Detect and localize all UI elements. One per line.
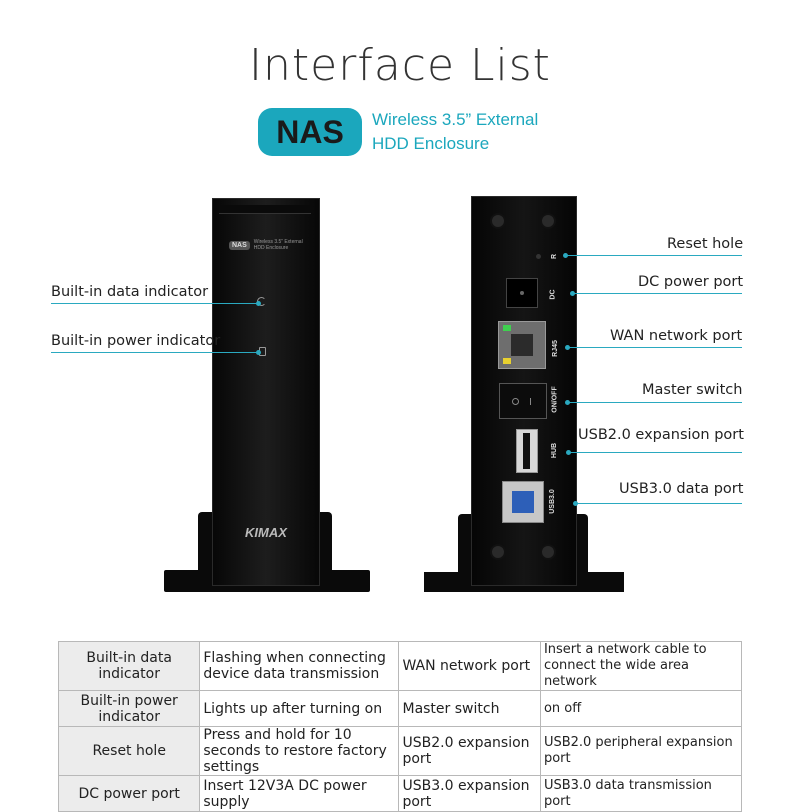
usb3-port <box>502 481 544 523</box>
callout-dot-usb3-data-port <box>573 501 578 506</box>
label-data-indicator: Built-in data indicator <box>51 284 209 300</box>
table-cell: Built-in power indicator <box>57 690 201 727</box>
screw-top-right <box>540 213 556 229</box>
subtitle-line-2: HDD Enclosure <box>372 134 490 153</box>
rj45-led-yellow <box>503 358 511 364</box>
label-master-switch: Master switch <box>642 382 743 398</box>
screw-bottom-right <box>540 544 556 560</box>
screw-bottom-left <box>490 544 506 560</box>
port-label-usb3: USB3.0 <box>548 489 556 514</box>
label-reset-hole: Reset hole <box>667 236 744 252</box>
mini-nas-badge: NAS <box>229 240 250 250</box>
label-dc-power-port: DC power port <box>638 274 744 290</box>
mini-text-line-1: Wireless 3.5” External <box>253 239 303 245</box>
table-row: DC power port Insert 12V3A DC power supp… <box>57 775 743 812</box>
callout-line-wan-network-port <box>568 347 742 348</box>
rj45-socket <box>511 334 533 356</box>
table-row: Built-in data indicator Flashing when co… <box>57 641 743 691</box>
table-cell: USB3.0 data transmission port <box>539 775 743 812</box>
screw-top-left <box>490 213 506 229</box>
subtitle-line-1: Wireless 3.5” External <box>372 110 539 129</box>
label-power-indicator: Built-in power indicator <box>51 333 221 349</box>
table-cell: Built-in data indicator <box>57 641 201 691</box>
table-cell: USB2.0 expansion port <box>398 726 541 776</box>
brand-logo: KIMAX <box>245 525 287 540</box>
table-cell: Master switch <box>398 690 541 727</box>
callout-line-dc-power-port <box>573 293 742 294</box>
nas-badge: NAS <box>258 108 362 156</box>
mini-text-line-2: HDD Enclosure <box>253 245 289 251</box>
mini-product-text: Wireless 3.5” External HDD Enclosure <box>254 239 303 251</box>
front-top-recess <box>219 205 311 214</box>
port-label-onoff: ON/OFF <box>551 386 559 413</box>
front-device-body: NAS Wireless 3.5” External HDD Enclosure… <box>212 198 320 586</box>
callout-line-master-switch <box>568 402 742 403</box>
table-cell: USB2.0 peripheral expansion port <box>539 726 743 776</box>
table-cell: on off <box>539 690 743 727</box>
callout-dot-wan-network-port <box>565 345 570 350</box>
table-cell: DC power port <box>57 775 201 812</box>
table-cell: Insert a network cable to connect the wi… <box>539 641 743 691</box>
dc-pin <box>520 291 524 295</box>
callout-dot-power-indicator <box>256 350 261 355</box>
rj45-port <box>498 321 546 369</box>
table-cell: USB3.0 expansion port <box>398 775 541 812</box>
switch-off-mark <box>512 398 519 405</box>
callout-line-usb3-data-port <box>576 503 742 504</box>
callout-dot-usb2-expansion-port <box>566 450 571 455</box>
callout-dot-data-indicator <box>256 301 261 306</box>
port-label-r: R <box>551 253 559 260</box>
power-switch <box>499 383 547 419</box>
table-row: Reset hole Press and hold for 10 seconds… <box>57 726 743 776</box>
table-cell: Press and hold for 10 seconds to restore… <box>199 726 400 776</box>
label-usb3-data-port: USB3.0 data port <box>619 481 744 497</box>
table-cell: Reset hole <box>57 726 201 776</box>
port-label-dc: DC <box>549 289 557 300</box>
callout-dot-reset-hole <box>563 253 568 258</box>
rj45-led-green <box>503 325 511 331</box>
usb3-socket <box>512 491 534 513</box>
callout-line-power-indicator <box>51 352 258 353</box>
table-cell: Insert 12V3A DC power supply <box>199 775 400 812</box>
port-label-rj45: RJ45 <box>551 340 559 357</box>
usb2-tongue <box>523 433 530 469</box>
table-cell: WAN network port <box>398 641 541 691</box>
switch-on-mark <box>530 398 531 405</box>
back-device-body: R DC RJ45 ON/OFF HUB USB3.0 <box>471 196 577 586</box>
table-cell: Flashing when connecting device data tra… <box>199 641 400 691</box>
mini-logo: NAS Wireless 3.5” External HDD Enclosure <box>229 239 303 251</box>
callout-line-reset-hole <box>566 255 742 256</box>
callout-dot-master-switch <box>565 400 570 405</box>
label-usb2-expansion-port: USB2.0 expansion port <box>578 427 744 443</box>
table-row: Built-in power indicator Lights up after… <box>57 690 743 727</box>
label-wan-network-port: WAN network port <box>610 328 743 344</box>
reset-hole <box>536 254 541 259</box>
interface-spec-table: Built-in data indicator Flashing when co… <box>57 641 743 812</box>
product-subtitle: Wireless 3.5” External HDD Enclosure <box>372 108 538 156</box>
callout-line-data-indicator <box>51 303 258 304</box>
callout-line-usb2-expansion-port <box>569 452 742 453</box>
callout-dot-dc-power-port <box>570 291 575 296</box>
port-label-hub: HUB <box>551 442 559 459</box>
usb2-port <box>516 429 538 473</box>
dc-port <box>506 278 538 308</box>
table-cell: Lights up after turning on <box>199 690 400 727</box>
page-title: Interface List <box>249 40 551 91</box>
